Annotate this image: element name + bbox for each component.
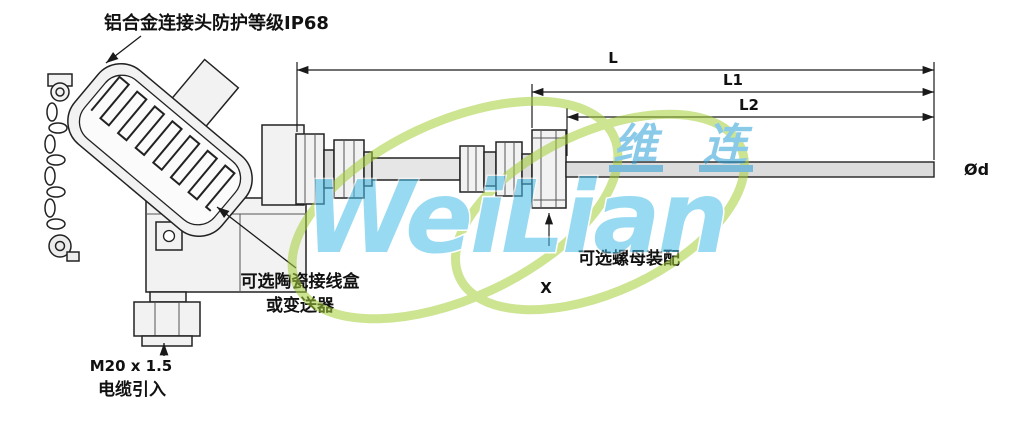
chain-plug-tab <box>66 251 80 262</box>
dim-label-L2: L2 <box>739 96 759 114</box>
title-leader <box>105 35 142 64</box>
terminal-box-leader <box>216 206 297 269</box>
watermark-underline <box>609 165 663 172</box>
chain-link <box>46 154 66 166</box>
cable-gland <box>133 291 201 347</box>
hex-union-1 <box>459 145 485 193</box>
callout-nut-assembly: 可选螺母装配 <box>578 248 680 269</box>
watermark-cn-char-2: 连 <box>703 120 753 171</box>
gland-neck <box>149 291 187 303</box>
watermark: WeiLian 维 连 <box>287 96 753 324</box>
eyelet-ring <box>50 82 70 102</box>
chain-link <box>48 122 68 134</box>
head-lid <box>67 58 253 237</box>
labels: 铝合金连接头防护等级IP68 L L1 L2 Ød X 可选陶瓷接线盒 或变送器… <box>90 12 989 400</box>
dim-label-X: X <box>540 279 552 297</box>
watermark-green-swoosh-right <box>451 109 749 315</box>
callout-cable-entry: 电缆引入 <box>98 379 166 400</box>
chain-link <box>46 218 66 230</box>
chain-link <box>44 198 56 218</box>
diagram-title: 铝合金连接头防护等级IP68 <box>104 12 329 34</box>
chain-plug-hole <box>54 240 66 252</box>
chain-plug <box>48 234 72 258</box>
watermark-cn-char-1: 维 <box>613 120 663 171</box>
eyelet-hole <box>55 87 65 97</box>
chain <box>44 73 80 262</box>
watermark-green-swoosh-left <box>287 96 623 324</box>
chain-link <box>44 134 56 154</box>
dim-label-L1: L1 <box>723 71 743 89</box>
callout-thread-spec: M20 x 1.5 <box>90 357 173 375</box>
chain-link <box>44 166 56 186</box>
lid-rib-pattern <box>90 75 236 212</box>
callout-terminal-box-line1: 可选陶瓷接线盒 <box>241 271 361 292</box>
chain-link <box>46 186 66 198</box>
leader-arrows <box>105 35 297 356</box>
dim-label-diameter: Ød <box>964 160 989 179</box>
gland-tier <box>141 335 193 347</box>
dim-label-L: L <box>608 49 618 67</box>
gland-hex <box>133 301 201 337</box>
watermark-brand-text: WeiLian <box>304 159 726 276</box>
watermark-underline <box>699 165 753 172</box>
head-screw <box>162 229 176 243</box>
chain-link <box>46 102 58 122</box>
